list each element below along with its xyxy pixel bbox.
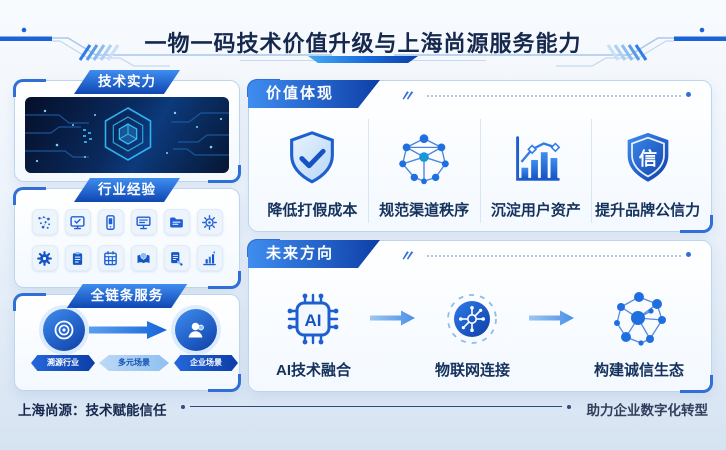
tech-strength-header: 技术实力	[74, 70, 180, 94]
growth-chart-icon	[505, 123, 567, 195]
ecosystem-network-icon	[606, 283, 672, 355]
footer-divider	[181, 404, 571, 409]
quote-mark: 〃	[399, 248, 414, 265]
divider-end-dot	[686, 92, 691, 97]
value-item: 沉淀用户资产	[479, 119, 592, 223]
mobile-device-icon	[97, 209, 124, 235]
value-item: 信 提升品牌公信力	[591, 119, 703, 223]
clipboard-icon	[64, 245, 91, 271]
source-circle	[43, 309, 85, 351]
header-decoration	[0, 27, 726, 67]
tech-strength-panel: 技术实力	[13, 80, 241, 183]
future-item-label: 构建诚信生态	[593, 361, 684, 379]
value-item-label: 规范渠道秩序	[379, 201, 470, 219]
folder-doc-icon	[163, 209, 190, 235]
chain-badge-middle: 多元场景	[99, 355, 169, 371]
future-panel: 未来方向 〃	[247, 239, 713, 393]
footer-tagline: 助力企业数字化转型	[586, 403, 709, 418]
chain-badge-right: 企业场景	[174, 355, 238, 371]
value-item: 降低打假成本	[257, 119, 368, 223]
future-panel-header: 未来方向	[248, 240, 380, 268]
future-item: AI AI技术融合	[276, 283, 351, 380]
step-arrow-icon	[369, 310, 415, 326]
value-item-label: 降低打假成本	[267, 201, 358, 219]
chain-badge-left: 溯源行业	[31, 355, 95, 371]
gear-outline-icon	[196, 209, 223, 235]
value-panel: 价值体现 〃 降低打假成本	[247, 79, 713, 233]
industry-icon-grid	[15, 209, 239, 271]
dotted-divider	[427, 255, 681, 257]
desktop-monitor-icon	[130, 209, 157, 235]
calendar-icon	[97, 245, 124, 271]
bar-chart-icon	[196, 245, 223, 271]
ai-chip-icon: AI	[281, 283, 345, 355]
book-shield-icon	[130, 245, 157, 271]
dots-network-icon	[31, 209, 58, 235]
footer-slogan: 上海尚源：技术赋能信任	[18, 403, 167, 418]
network-nodes-icon	[393, 123, 455, 195]
value-panel-header: 价值体现	[248, 80, 380, 108]
svg-text:AI: AI	[305, 311, 322, 330]
user-circle	[175, 309, 217, 351]
tech-image	[25, 97, 229, 173]
shield-check-icon	[281, 123, 343, 195]
full-chain-service-panel: 全链条服务 溯源行业 多元场景 企业场景	[13, 294, 241, 392]
industry-experience-header: 行业经验	[74, 178, 180, 202]
divider-end-dot	[686, 252, 691, 257]
future-items: AI AI技术融合	[257, 279, 703, 383]
iot-node-icon	[440, 283, 504, 355]
gear-filled-icon	[31, 245, 58, 271]
value-item: 规范渠道秩序	[367, 119, 480, 223]
hexagon-cube-icon	[25, 107, 229, 163]
svg-text:信: 信	[638, 147, 656, 168]
trust-shield-icon: 信	[617, 123, 679, 195]
flow-arrow-icon	[89, 321, 167, 339]
monitor-check-icon	[64, 209, 91, 235]
future-item: 构建诚信生态	[594, 283, 684, 380]
title-underline-bar	[308, 56, 418, 63]
user-icon	[188, 322, 204, 338]
dotted-divider	[427, 95, 681, 97]
quote-mark: 〃	[399, 88, 414, 105]
value-item-label: 提升品牌公信力	[595, 201, 701, 219]
value-items: 降低打假成本	[257, 119, 703, 223]
future-item: 物联网连接	[435, 283, 510, 380]
doc-pen-icon	[163, 245, 190, 271]
target-rings-icon	[54, 320, 74, 340]
full-chain-service-header: 全链条服务	[67, 284, 188, 308]
future-item-label: 物联网连接	[434, 361, 510, 379]
step-arrow-icon	[528, 310, 574, 326]
value-item-label: 沉淀用户资产	[490, 201, 581, 219]
page-title: 一物一码技术价值升级与上海尚源服务能力	[144, 31, 582, 56]
future-item-label: AI技术融合	[275, 361, 351, 379]
industry-experience-panel: 行业经验	[13, 188, 241, 289]
